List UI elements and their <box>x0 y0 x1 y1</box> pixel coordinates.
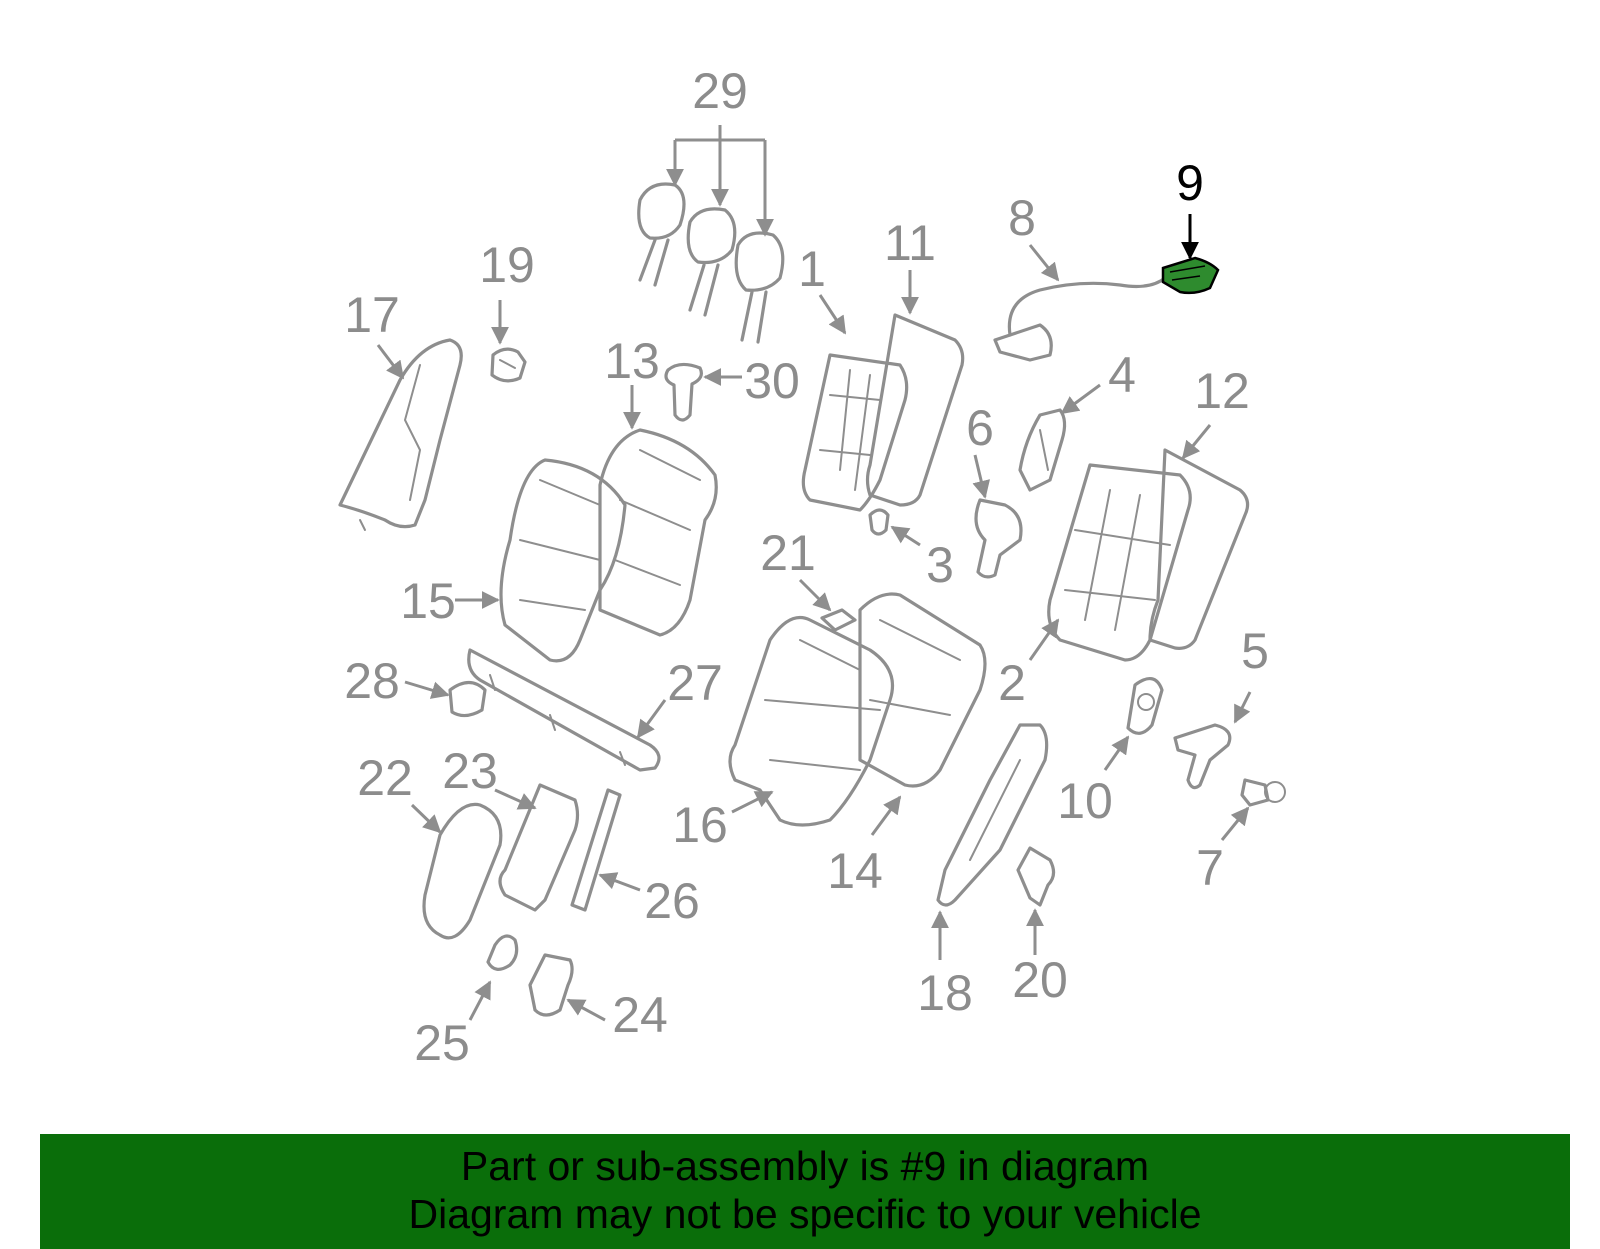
banner-line-1: Part or sub-assembly is #9 in diagram <box>460 1143 1150 1189</box>
part-9-latch-highlight <box>1161 256 1220 295</box>
leader-4 <box>1060 383 1101 415</box>
part-8-release-cable <box>993 276 1167 362</box>
part-5-hinge <box>1173 723 1232 790</box>
callout-11: 11 <box>884 215 936 271</box>
callout-17: 17 <box>344 287 400 343</box>
banner-line-2: Diagram may not be specific to your vehi… <box>408 1191 1202 1237</box>
leader-3 <box>890 525 921 547</box>
part-3-fastener <box>868 508 890 536</box>
part-7-bolt <box>1240 778 1286 807</box>
part-23-armrest-frame <box>498 783 580 912</box>
part-22-armrest <box>422 802 503 940</box>
info-banner: Part or sub-assembly is #9 in diagram Di… <box>40 1134 1570 1249</box>
leader-23 <box>494 788 537 810</box>
part-10-plate <box>1126 677 1164 735</box>
leader-1 <box>818 294 847 335</box>
callout-7: 7 <box>1196 840 1224 896</box>
callout-15: 15 <box>400 573 456 629</box>
callout-12: 12 <box>1194 363 1250 419</box>
part-1-seatback-frame <box>801 353 909 512</box>
leader-22 <box>410 803 442 834</box>
part-15-backrest-cover <box>499 458 627 663</box>
callout-5: 5 <box>1241 623 1269 679</box>
part-21-tab <box>820 608 857 632</box>
part-11-seatback-panel <box>865 313 965 507</box>
leader-7 <box>1220 806 1250 841</box>
leader-21 <box>798 578 832 612</box>
leader-27 <box>636 699 667 739</box>
part-20-bracket <box>1016 846 1056 907</box>
callout-25: 25 <box>414 1015 470 1071</box>
callout-10: 10 <box>1057 773 1113 829</box>
callout-22: 22 <box>357 750 413 806</box>
callout-9: 9 <box>1176 155 1204 211</box>
callout-3: 3 <box>926 537 954 593</box>
leader-12 <box>1181 424 1212 460</box>
part-13-backrest-pad <box>598 428 718 637</box>
leader-24 <box>566 998 606 1022</box>
part-4-bracket <box>1018 408 1067 492</box>
callout-26: 26 <box>644 873 700 929</box>
callout-29: 29 <box>692 63 748 119</box>
part-6-hinge <box>974 498 1023 579</box>
callout-21: 21 <box>760 525 816 581</box>
leader-29 <box>666 125 774 237</box>
leader-16 <box>731 790 774 814</box>
part-25-cap <box>486 934 519 971</box>
callout-13: 13 <box>604 333 660 389</box>
part-17-side-trim <box>338 338 463 531</box>
part-18-trim <box>936 723 1049 907</box>
callout-6: 6 <box>966 400 994 456</box>
callout-24: 24 <box>612 987 668 1043</box>
leader-2 <box>1028 618 1060 661</box>
callout-28: 28 <box>344 653 400 709</box>
parts-diagram: 29 9 8 11 1 19 17 13 30 4 12 6 21 3 15 5… <box>338 63 1286 1071</box>
leader-17 <box>376 344 405 380</box>
part-2-frame <box>1047 463 1192 662</box>
callout-18: 18 <box>917 965 973 1021</box>
part-30-pin <box>664 362 703 422</box>
callout-2: 2 <box>998 655 1026 711</box>
callout-14: 14 <box>827 843 883 899</box>
part-29-headrests <box>637 182 785 344</box>
callout-30: 30 <box>744 353 800 409</box>
callout-16: 16 <box>672 797 728 853</box>
part-14-seat-pad <box>858 592 987 788</box>
callout-23: 23 <box>442 743 498 799</box>
callout-20: 20 <box>1012 952 1068 1008</box>
leader-28 <box>404 680 450 699</box>
leader-25 <box>468 980 492 1021</box>
part-19-clip <box>490 347 527 383</box>
callout-8: 8 <box>1008 190 1036 246</box>
leader-5 <box>1233 691 1252 724</box>
part-16-seat-cover <box>728 615 895 827</box>
part-27-rail <box>467 648 661 772</box>
leader-8 <box>1028 244 1060 282</box>
leader-6 <box>972 454 991 499</box>
leader-26 <box>598 872 641 892</box>
part-12-panel <box>1148 448 1250 650</box>
leader-14 <box>870 795 902 836</box>
callout-27: 27 <box>667 655 723 711</box>
part-28-clip <box>448 680 487 718</box>
callout-1: 1 <box>798 241 826 297</box>
part-26-strip <box>570 788 622 912</box>
part-24-bracket <box>528 953 574 1017</box>
callout-4: 4 <box>1108 347 1136 403</box>
callout-19: 19 <box>479 237 535 293</box>
leader-10 <box>1103 735 1130 771</box>
